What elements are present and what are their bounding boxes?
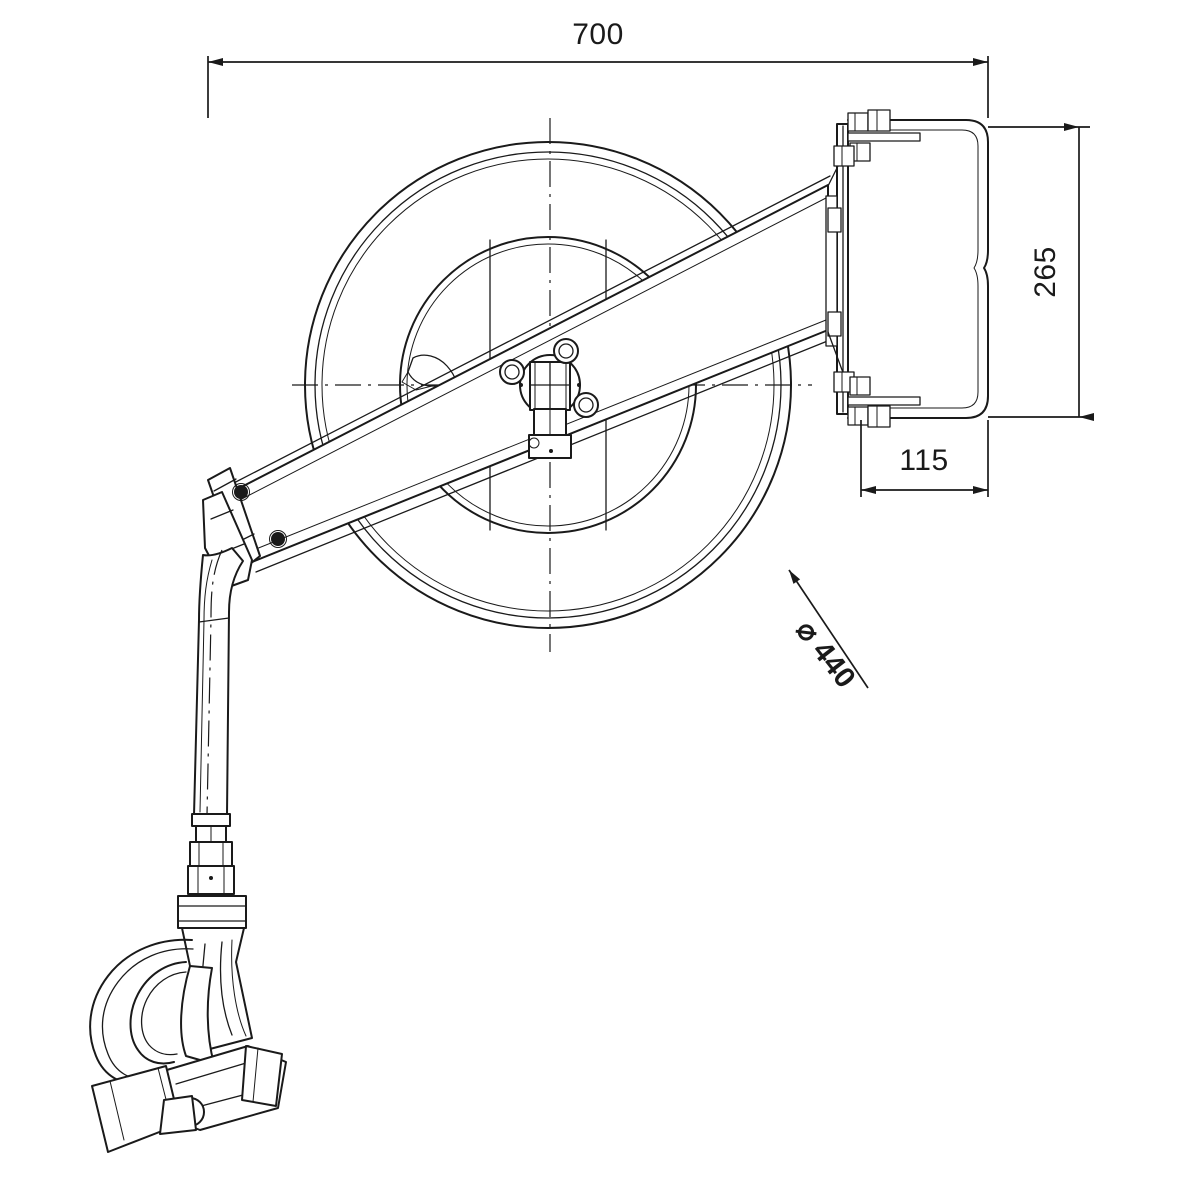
hub-bolt-left-inner — [504, 364, 520, 380]
bracket-tab-upper — [827, 207, 842, 233]
arm-bolt-left-lower-ring — [269, 530, 287, 548]
hub-ref-dot-right — [577, 383, 581, 387]
hub-bolt-top-inner — [558, 343, 574, 359]
arm-bolt-left-upper — [234, 485, 248, 499]
hub-bolt-right-inner — [578, 397, 594, 413]
arm-left-endcap-fold — [213, 478, 237, 492]
dim-265-label: 265 — [1029, 246, 1062, 298]
dimension-diameter-440: ⌀ 440 — [788, 569, 869, 695]
dimension-115: 115 — [860, 420, 989, 497]
hub-lower-fitting-dot — [549, 449, 553, 453]
bracket-bolt-assembly-bottom — [833, 371, 921, 428]
dimension-700: 700 — [207, 18, 989, 118]
gun-barrel-line-1 — [175, 1059, 257, 1085]
drum-outer-rim-inner-edge — [314, 151, 782, 619]
bracket-inner-strap — [825, 195, 838, 347]
wall-mount-bracket — [825, 109, 989, 428]
gun-trigger-lever-inner — [140, 971, 187, 1056]
gun-body-contour-2 — [219, 941, 233, 1036]
drum-internal-guide-edge — [401, 371, 433, 391]
arm-top-edge-inner — [231, 197, 827, 505]
hub-ref-dot-left — [519, 383, 523, 387]
arm-rail-top — [225, 175, 831, 488]
bolt-nut-top-2 — [833, 145, 855, 167]
hub-lower-fitting-hole — [528, 437, 540, 449]
gun-barrel-endcap-right — [241, 1045, 283, 1107]
hub-bolt-top — [553, 338, 579, 364]
bracket-gusset-lower — [827, 331, 846, 379]
gun-trigger-guard-outer-inner — [101, 948, 194, 1080]
gun-trigger-guard-outer — [89, 938, 193, 1086]
hose-neck-line — [198, 617, 230, 623]
hub-lower-fitting — [528, 434, 572, 459]
bracket-bolt-assembly-top — [833, 109, 921, 167]
flexible-hose — [193, 547, 244, 816]
arm-swivel-elbow-line — [210, 509, 234, 520]
drum-rim-thickness-line — [321, 158, 775, 612]
bracket-frame-inner — [849, 129, 979, 409]
dim-115-label: 115 — [899, 444, 948, 477]
coupling-center-dot — [209, 876, 213, 880]
gun-body-contour-3 — [231, 939, 247, 1037]
hose-couplings — [177, 813, 247, 929]
bolt-nut-top-1 — [867, 109, 891, 132]
hub-bolt-right — [573, 392, 599, 418]
gun-trigger-lever — [129, 961, 187, 1065]
dim-440-label: ⌀ 440 — [789, 615, 861, 695]
bolt-head-top-1 — [847, 112, 869, 132]
arm-bolt-left-lower — [271, 532, 285, 546]
drum-core-circle — [399, 236, 697, 534]
bracket-frame-outer — [847, 119, 989, 419]
hose-centerline — [206, 549, 223, 816]
bolt-head-bottom-1 — [847, 406, 869, 426]
hose-body — [193, 547, 244, 816]
bolt-washer-plate-bottom — [847, 396, 921, 406]
bolt-nut-bottom-1 — [867, 405, 891, 428]
spray-gun-nozzle — [89, 927, 287, 1153]
gun-barrel-endcap-right-line — [252, 1047, 259, 1103]
coupling-collar-1 — [191, 813, 231, 827]
gun-lower-wedge — [159, 1095, 197, 1135]
center-hub-swivel — [499, 338, 599, 459]
bolt-head-bottom-2 — [849, 376, 871, 396]
dim-700-label: 700 — [572, 18, 624, 51]
coupling-nut-1 — [189, 841, 233, 867]
bracket-tab-lower — [827, 311, 842, 337]
bolt-washer-plate-top — [847, 132, 921, 142]
drum-outer-rim — [304, 141, 792, 629]
gun-nozzle-head-line — [109, 1080, 125, 1141]
hose-bend-inner-line — [199, 559, 213, 813]
dimension-265: 265 — [988, 123, 1094, 421]
hub-bolt-left — [499, 359, 525, 385]
coupling-swivel-flange — [177, 895, 247, 929]
dim-440-leader — [788, 569, 869, 689]
arm-bolt-left-upper-ring — [232, 483, 250, 501]
